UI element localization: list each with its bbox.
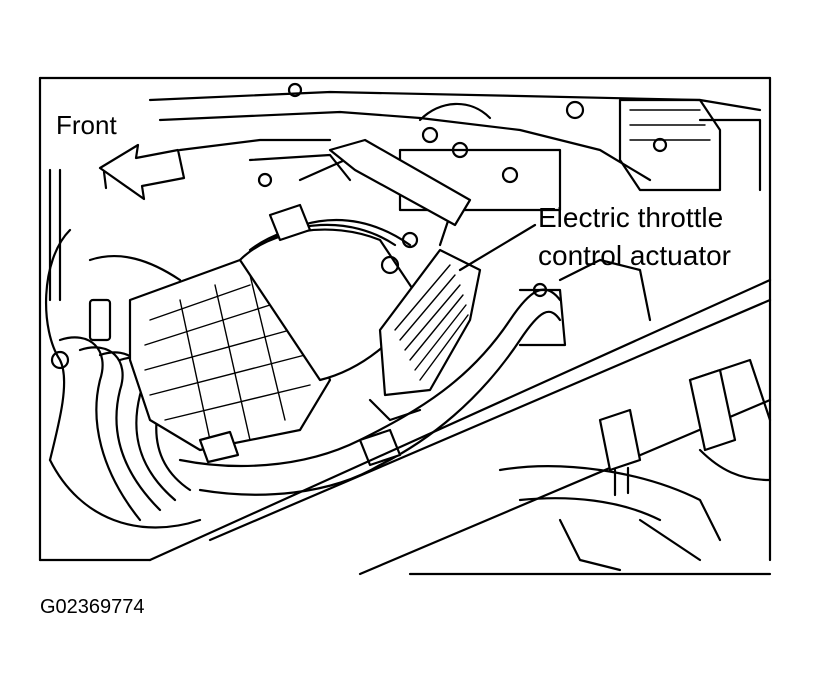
actuator-leader-line <box>458 223 537 272</box>
actuator-label-line1: Electric throttle <box>538 202 724 233</box>
front-label: Front <box>56 110 117 140</box>
right-side-components <box>498 258 772 572</box>
engine-block <box>148 82 762 212</box>
throttle-body <box>238 138 472 382</box>
drawing-frame <box>38 76 772 576</box>
throttle-actuator <box>368 248 482 422</box>
figure-id: G02369774 <box>40 596 145 618</box>
coolant-hose <box>178 288 567 496</box>
front-arrow-icon <box>98 143 186 201</box>
actuator-label-line2: control actuator <box>538 240 731 271</box>
